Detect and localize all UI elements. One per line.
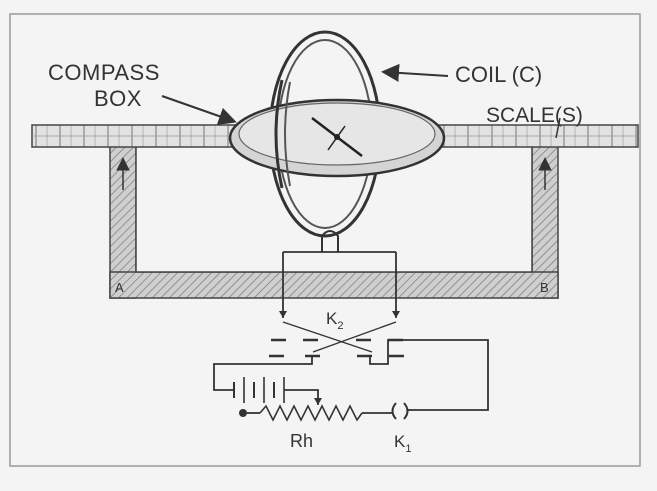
k2-terminal-left-icon: [279, 311, 287, 318]
commutator-k2: K2: [213, 252, 489, 411]
key-k1-icon: [388, 402, 412, 420]
corner-b-label: B: [540, 280, 549, 295]
scale-annotation: SCALE(S): [486, 104, 583, 139]
rheostat-slider-icon: [314, 398, 322, 405]
coil-terminals: [283, 230, 396, 253]
scale-label: SCALE(S): [486, 104, 583, 127]
coil-annotation: COIL (C): [381, 62, 542, 87]
rheostat-icon: [239, 398, 388, 422]
coil-pointer-arrow-icon: [381, 63, 449, 82]
rh-label: Rh: [290, 431, 313, 451]
coil-label: COIL (C): [455, 62, 542, 87]
stand-base: [109, 271, 559, 299]
compass-box-annotation: COMPASS BOX: [48, 60, 237, 125]
k1-label: K1: [394, 432, 411, 455]
compass-box-pointer-arrow-icon: [161, 95, 237, 125]
k2-label: K2: [326, 309, 343, 332]
compass-box-label-line1: COMPASS: [48, 60, 160, 85]
corner-a-label: A: [115, 280, 124, 295]
k2-terminal-right-icon: [392, 311, 400, 318]
compass-box: [228, 98, 446, 178]
compass-box-label-line2: BOX: [94, 86, 142, 111]
figure-border: [9, 13, 641, 467]
